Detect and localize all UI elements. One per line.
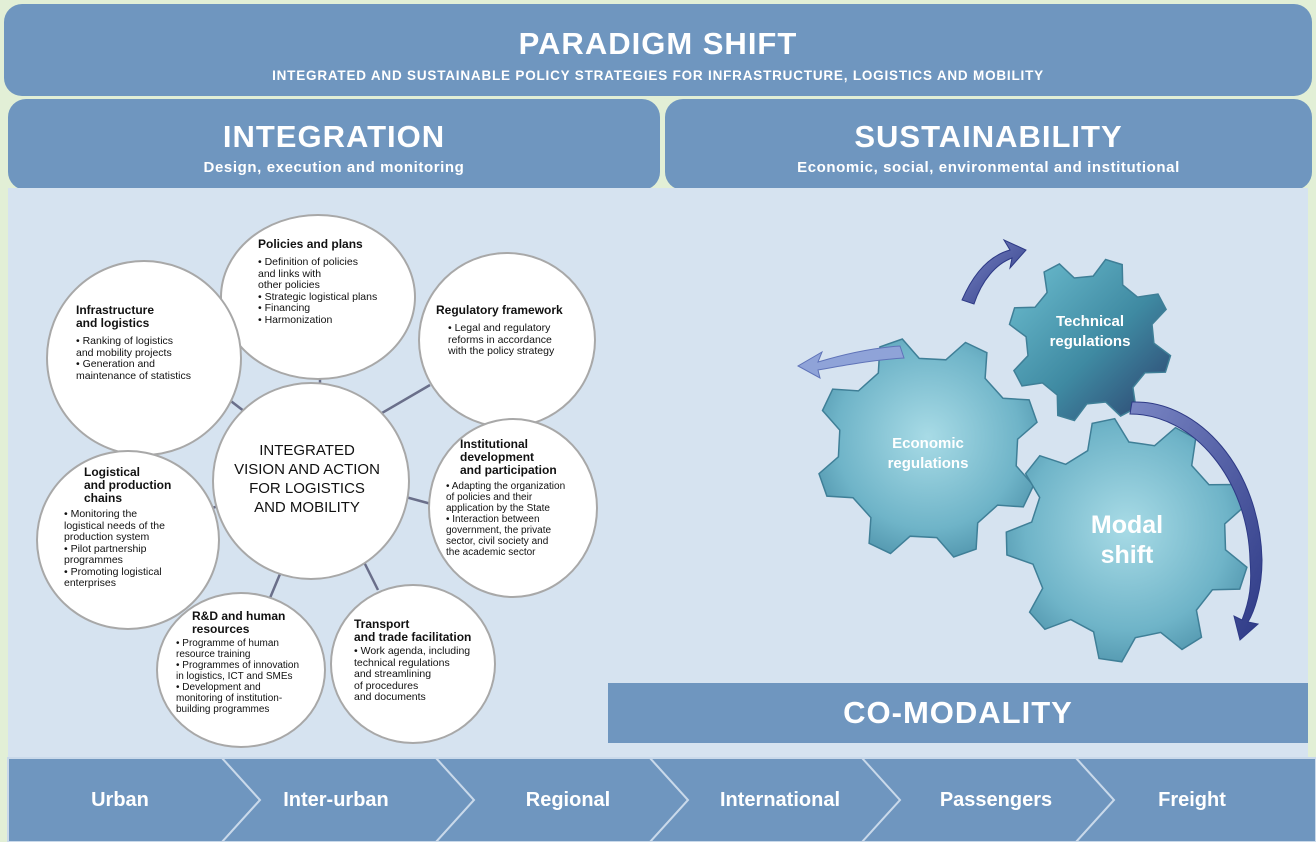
institutional-item-1: • Adapting the organization of policies … [446,481,566,514]
circle-logistical-chains: Logistical and production chains • Monit… [36,450,220,630]
arrow-left [796,345,905,379]
hub-circle [212,382,410,580]
scope-international: International [719,788,840,811]
hub-center-text: INTEGRATED VISION AND ACTION FOR LOGISTI… [234,442,380,516]
scope-passengers: Passengers [939,788,1053,811]
infrastructure-item-1: • Ranking of logistics and mobility proj… [76,335,174,359]
rd-title: R&D and human resources [192,609,286,636]
transport-item-1: • Work agenda, including technical regul… [354,645,471,703]
scope-urban: Urban [91,788,149,811]
sustainability-title: SUSTAINABILITY [854,119,1123,154]
rd-item-3: • Development and monitoring of institut… [176,682,283,715]
policies-item-1: • Definition of policies and links with … [258,256,358,291]
regulatory-title: Regulatory framework [436,303,563,317]
regulatory-item-1: • Legal and regulatory reforms in accord… [448,322,555,357]
logistical-item-1: • Monitoring the logistical needs of the… [64,508,165,543]
paradigm-shift-title: PARADIGM SHIFT [518,26,798,61]
logistical-item-3: • Promoting logistical enterprises [64,565,162,589]
paradigm-shift-subtitle: INTEGRATED AND SUSTAINABLE POLICY STRATE… [272,68,1044,83]
circle-regulatory-framework: Regulatory framework • Legal and regulat… [418,252,596,428]
institutional-item-2: • Interaction between government, the pr… [446,514,552,558]
institutional-title: Institutional development and participat… [460,437,557,477]
gear-technical-label: Technical regulations [1049,313,1131,350]
infrastructure-item-2: • Generation and maintenance of statisti… [76,358,191,382]
co-modality-banner: CO-MODALITY [608,683,1308,743]
gear-economic [818,338,1038,558]
circle-transport-trade: Transport and trade facilitation • Work … [330,584,496,744]
paradigm-shift-banner: PARADIGM SHIFT INTEGRATED AND SUSTAINABL… [4,4,1312,96]
policies-title: Policies and plans [258,237,363,251]
transport-title: Transport and trade facilitation [354,617,472,644]
scope-inter-urban: Inter-urban [283,788,389,811]
policies-item-4: • Harmonization [258,313,333,326]
logistical-item-2: • Pilot partnership programmes [64,542,147,566]
integration-title: INTEGRATION [222,119,446,154]
circle-policies-plans: Policies and plans • Definition of polic… [220,214,416,380]
arrow-right [1129,401,1263,641]
scope-freight: Freight [1158,788,1226,811]
sustainability-subtitle: Economic, social, environmental and inst… [797,159,1180,176]
logistical-title: Logistical and production chains [84,465,172,505]
gear-economic-label: Economic regulations [887,435,969,472]
circle-rd-human-resources: R&D and human resources • Programme of h… [156,592,326,748]
infrastructure-title: Infrastructure and logistics [76,303,155,330]
gear-modal-label: Modal shift [1090,511,1164,569]
circle-institutional-development: Institutional development and participat… [428,418,598,598]
scope-regional: Regional [525,788,611,811]
integration-subtitle: Design, execution and monitoring [203,159,465,176]
policies-item-2: • Strategic logistical plans [258,290,378,303]
arrow-top [961,238,1027,305]
rd-item-2: • Programmes of innovation in logistics,… [176,660,300,682]
sustainability-banner: SUSTAINABILITY Economic, social, environ… [665,99,1312,190]
integration-banner: INTEGRATION Design, execution and monito… [8,99,660,190]
circle-infrastructure-logistics: Infrastructure and logistics • Ranking o… [46,260,242,456]
rd-item-1: • Programme of human resource training [176,638,279,660]
scope-chevron-6 [1073,757,1316,842]
policies-item-3: • Financing [258,302,311,314]
